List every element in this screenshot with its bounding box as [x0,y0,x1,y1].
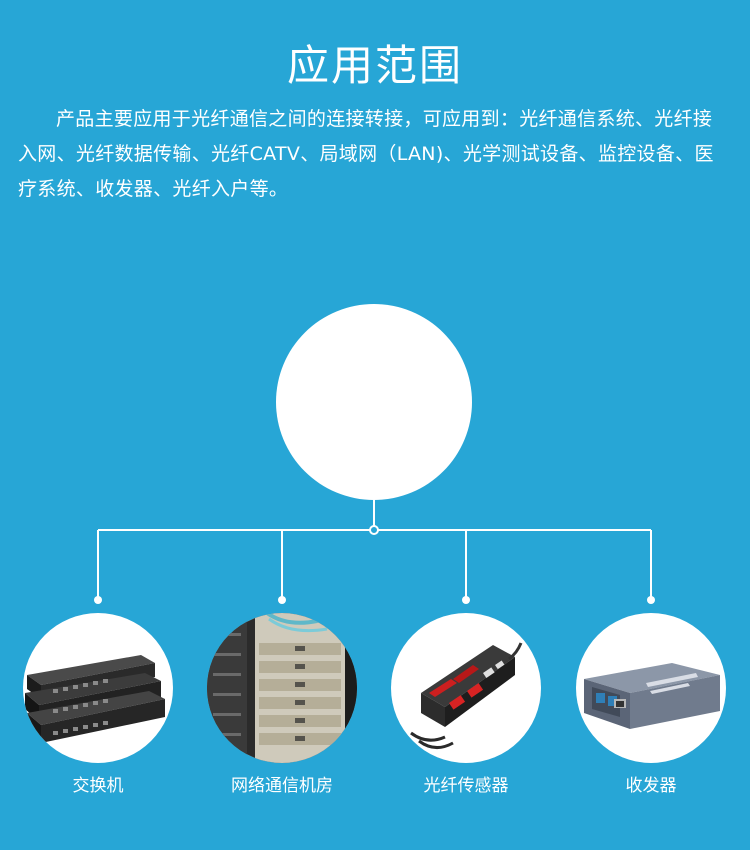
application-label: 收发器 [625,776,677,796]
server-rack-icon [207,613,357,763]
fiber-sensor-image-circle [391,613,541,763]
application-label: 网络通信机房 [231,776,333,796]
application-label: 光纤传感器 [423,776,509,796]
application-item-switch: 交换机 [23,613,173,796]
switch-image-circle [23,613,173,763]
network-switch-icon [25,655,165,743]
application-description: 产品主要应用于光纤通信之间的连接转接，可应用到：光纤通信系统、光纤接入网、光纤数… [18,108,714,200]
application-item-server-room: 网络通信机房 [207,613,357,796]
hub-circle [276,304,472,500]
page-title: 应用范围 [286,41,463,90]
application-item-transceiver: 收发器 [576,613,726,796]
application-label: 交换机 [72,776,124,796]
application-item-fiber-sensor: 光纤传感器 [391,613,541,796]
media-converter-icon [584,663,720,729]
transceiver-image-circle [576,613,726,763]
server-room-image-circle [207,613,357,763]
fiber-sensor-icon [410,642,523,749]
